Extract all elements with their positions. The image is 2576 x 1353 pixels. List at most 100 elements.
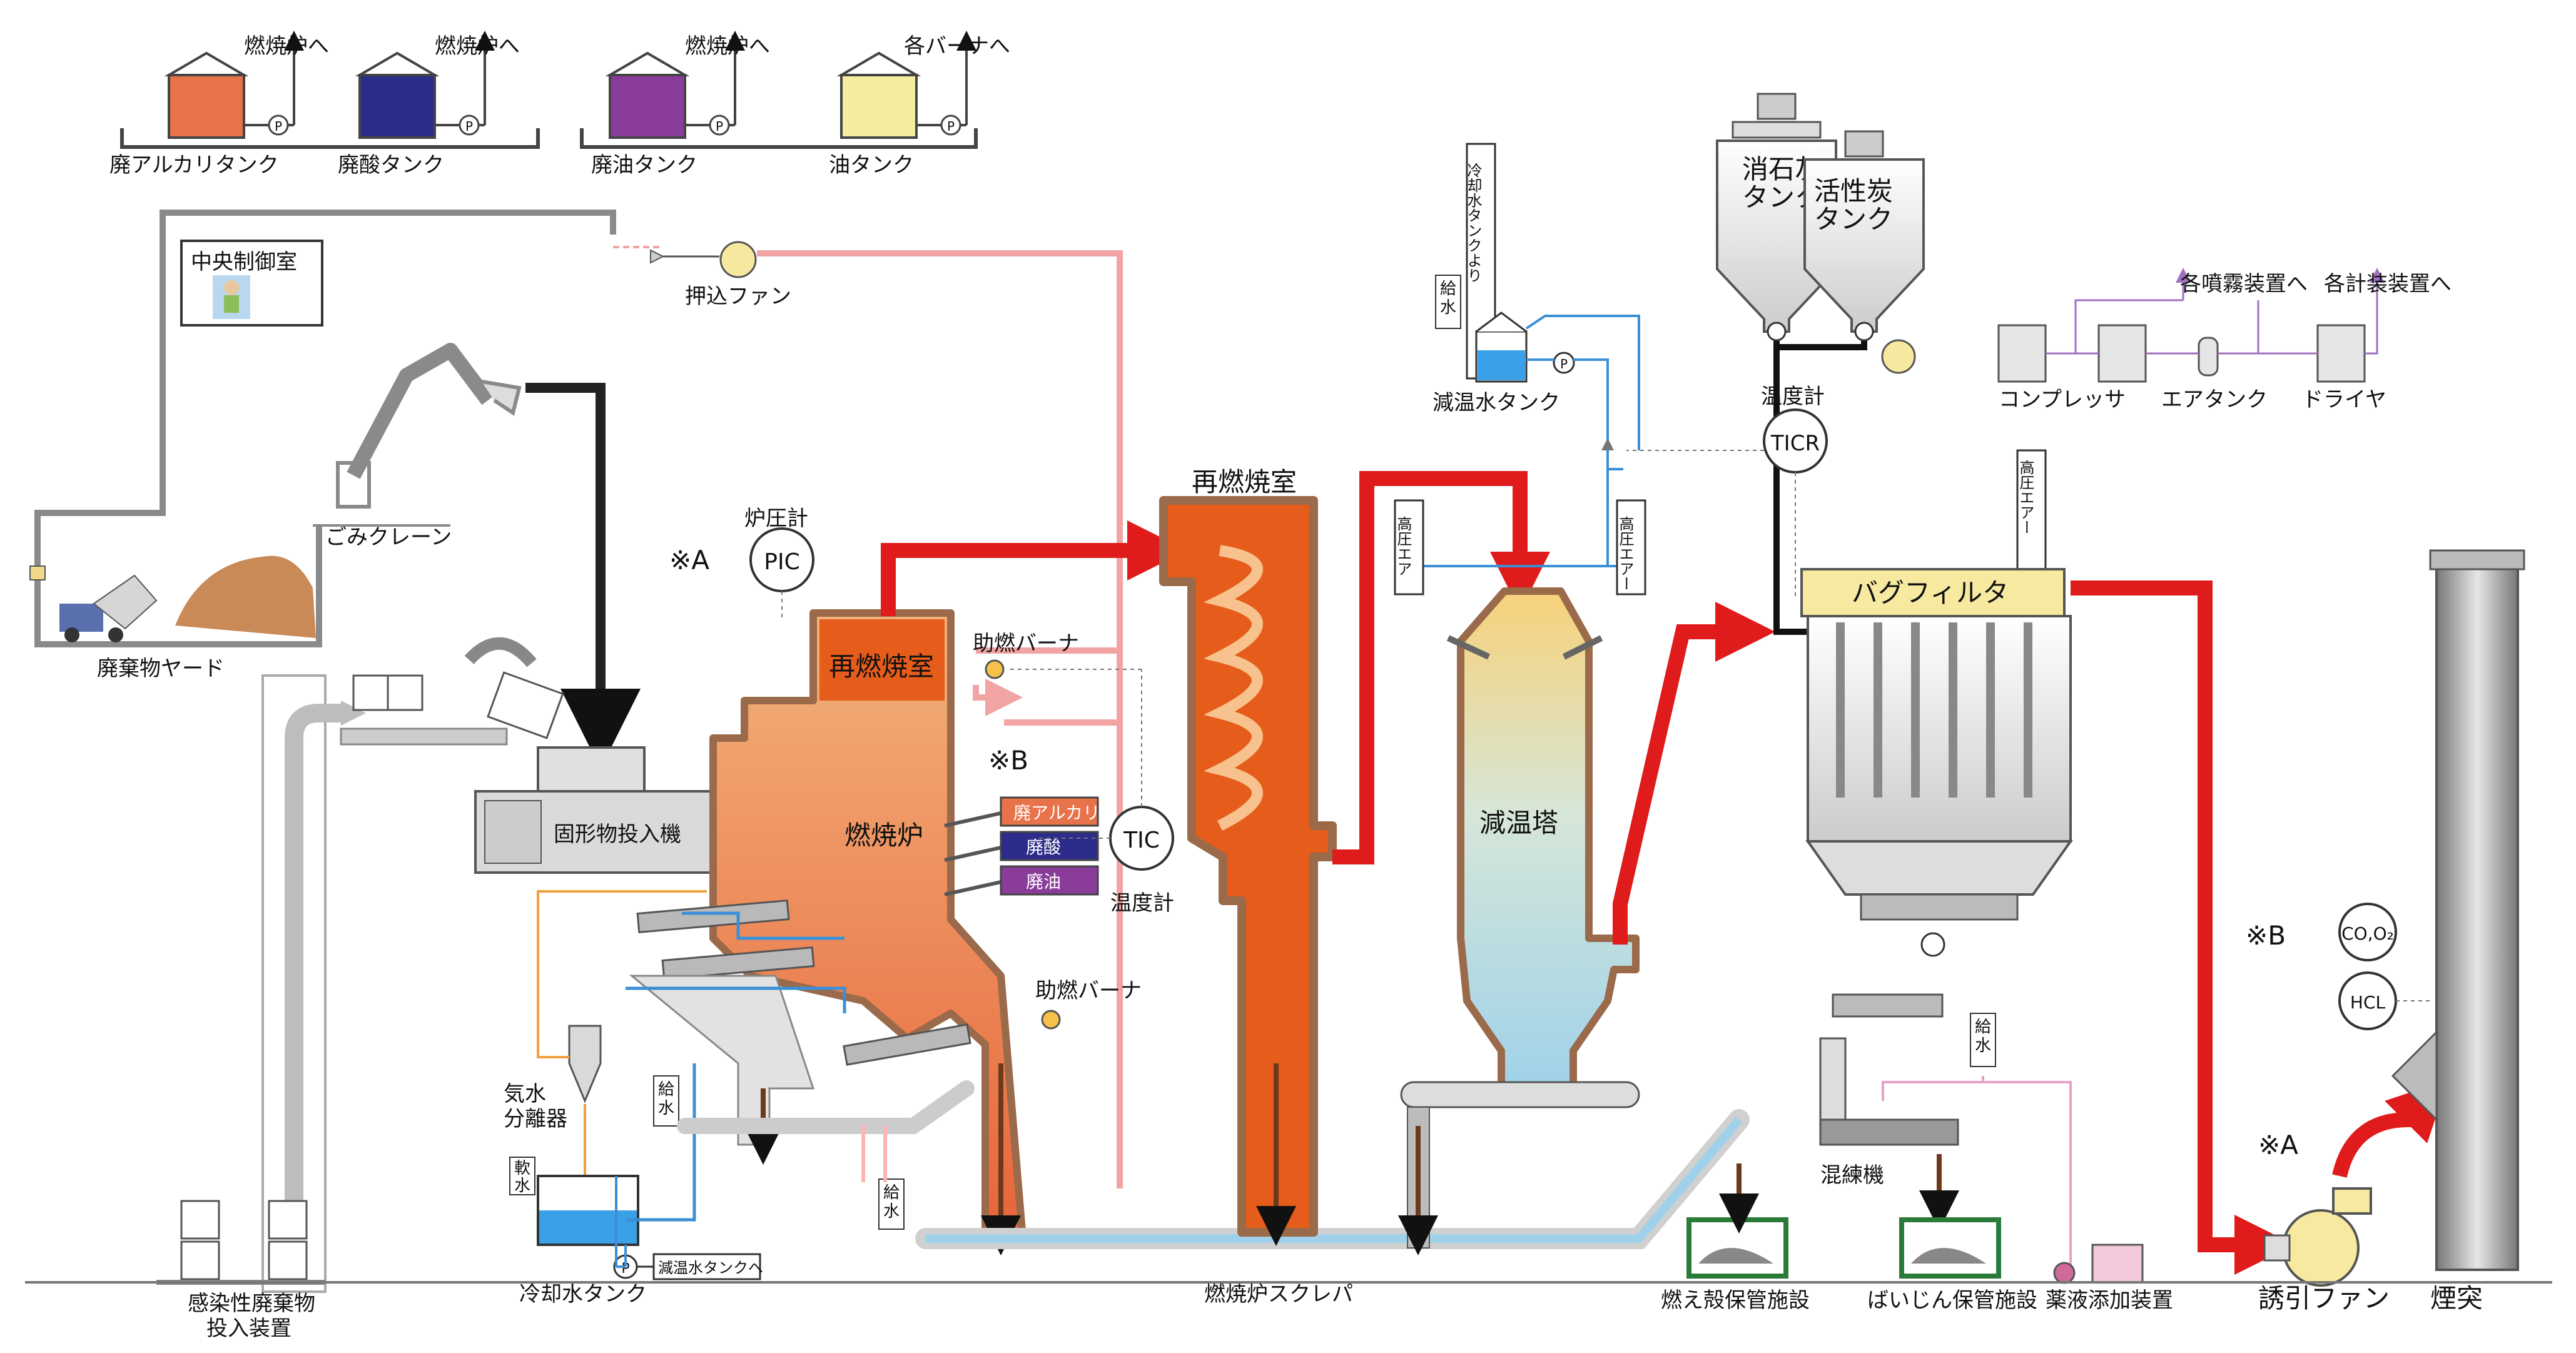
co-o2-analyzer: CO,O₂ ※B	[2246, 903, 2397, 961]
ticr-tag: TICR	[1770, 431, 1820, 456]
waste-alkali-tank-label: 廃アルカリタンク	[109, 153, 279, 178]
reburn-chamber: 再燃焼室	[1159, 467, 1337, 1246]
bag-filter-high-air-label: 高圧エアー	[2017, 460, 2034, 535]
waste-pile-icon	[175, 555, 316, 638]
waste-oil-tag: 廃油	[1026, 871, 1061, 892]
to-cooling-tank-label: 減温水タンクへ	[658, 1259, 763, 1277]
carbon-tank-label-1: 活性炭	[1814, 176, 1893, 206]
high-air-right: 高圧エアー	[1616, 499, 1646, 595]
bag-filter: 高圧エアー バグフィルタ	[1800, 449, 2073, 957]
cooling-water-tank: 軟 水 冷却水タンク P 減温水タンクへ	[509, 1157, 763, 1307]
oil-tank: P 各バーナへ 油タンク	[829, 31, 1010, 178]
to-instruments-label: 各計装装置へ	[2324, 271, 2452, 296]
pump-label: P	[275, 119, 282, 134]
kneader-label: 混練機	[1820, 1163, 1884, 1188]
waste-yard-label: 廃棄物ヤード	[97, 656, 225, 681]
kneader: 混練機	[1819, 993, 1959, 1230]
solid-feeder: 固形物投入機	[474, 746, 714, 874]
flyash-storage: ばいじん保管施設	[1867, 1217, 2037, 1313]
ref-a-label: ※A	[669, 545, 709, 575]
carbon-silo: 活性炭 タンク	[1803, 130, 1925, 374]
lamp-icon	[29, 547, 46, 580]
flue-gas-path-5	[2332, 1080, 2448, 1178]
pic-tag: PIC	[764, 549, 799, 575]
ash-storage: 燃え殻保管施設	[1661, 1163, 1810, 1313]
soft-water-label-1: 軟	[514, 1159, 530, 1178]
waste-acid-dest-label: 燃焼炉へ	[435, 34, 520, 59]
tic-label: 温度計	[1110, 891, 1174, 916]
crane-label: ごみクレーン	[325, 525, 452, 550]
waste-oil-tank: P 燃焼炉へ 廃油タンク	[591, 31, 770, 178]
solid-feeder-label: 固形物投入機	[554, 822, 681, 847]
supply-water-label-1: 給	[1440, 280, 1456, 298]
reburn-chamber-small-label: 再燃焼室	[829, 651, 934, 682]
building-outline	[34, 210, 616, 647]
burner-icon	[1041, 1010, 1061, 1030]
furnace-label: 燃焼炉	[844, 820, 923, 851]
waste-oil-tank-label: 廃油タンク	[591, 153, 697, 178]
scraper-label: 燃焼炉スクレパ	[1204, 1282, 1353, 1307]
pump-label: P	[465, 119, 473, 134]
pump-icon	[2053, 1262, 2076, 1284]
truck-icon	[59, 604, 103, 632]
crane-grab-icon	[481, 380, 522, 416]
tank-group-left: P 燃焼炉へ 廃アルカリタンク P 燃焼炉へ 廃酸タンク	[109, 31, 540, 178]
steam-line	[537, 890, 707, 1058]
ref-b-label: ※B	[988, 745, 1028, 776]
biohazard-box-icon	[180, 1200, 220, 1240]
dryer-label: ドライヤ	[2302, 387, 2386, 412]
soft-water-label-2: 水	[514, 1177, 530, 1195]
supply-water-label-2: 水	[883, 1202, 900, 1221]
valve-icon	[1920, 932, 1945, 957]
pump-label: P	[621, 1261, 629, 1277]
co-o2-tag: CO,O₂	[2341, 923, 2394, 944]
biohazard-box-icon	[387, 674, 423, 711]
dryer-icon	[2316, 324, 2366, 383]
waste-crane: ごみクレーン	[313, 343, 522, 550]
chem-dosing-label: 薬液添加装置	[2046, 1288, 2173, 1313]
high-air-left-label: 高圧エア	[1394, 516, 1412, 576]
cooling-water-tank-top: 冷却水タンクより 給 水 P 減温水タンク	[1433, 143, 1575, 415]
flue-gas-path-3	[1613, 602, 1775, 945]
supply-water-label-2: 水	[1975, 1036, 1991, 1055]
from-cooling-label: 冷却水タンクより	[1464, 163, 1482, 283]
supply-water-label-2: 水	[1440, 298, 1456, 317]
cooling-water-tank-label: 減温水タンク	[1433, 390, 1560, 415]
biohazard-box-icon	[487, 671, 564, 739]
lift-path	[285, 704, 341, 1226]
high-air-right-label: 高圧エアー	[1616, 516, 1634, 591]
ash-storage-label: 燃え殻保管施設	[1661, 1288, 1810, 1313]
supply-water-3: 給 水	[1970, 1013, 1996, 1067]
combustion-furnace: 燃焼炉 再燃焼室	[629, 609, 1027, 1255]
steam-separator: 気水 分離器	[504, 1025, 602, 1132]
push-fan-label: 押込ファン	[685, 284, 791, 309]
cooling-tower: 減温塔	[1398, 587, 1640, 1255]
air-tank-icon	[2198, 337, 2219, 377]
to-spray-label: 各噴霧装置へ	[2180, 271, 2308, 296]
waste-yard: 廃棄物ヤード	[59, 555, 316, 681]
burner-icon	[985, 659, 1005, 679]
reburn-chamber-label: 再燃焼室	[1192, 467, 1297, 497]
tic-gauge: TIC 温度計	[1007, 669, 1174, 916]
oil-tank-label: 油タンク	[829, 153, 914, 178]
flue-gas-path-1	[881, 520, 1187, 616]
ref-b-label-2: ※B	[2246, 920, 2286, 951]
supply-water-label-2: 水	[658, 1099, 674, 1118]
waste-acid-tank: P 燃焼炉へ 廃酸タンク	[338, 31, 520, 178]
carbon-tank-label-2: タンク	[1814, 204, 1893, 235]
fan-icon	[2282, 1209, 2360, 1287]
rotate-arrow-icon	[464, 637, 537, 667]
supply-water-2: 給 水	[878, 1178, 905, 1230]
central-control-room: 中央制御室	[180, 240, 323, 327]
supply-water-label-1: 給	[883, 1183, 900, 1202]
flyash-storage-label: ばいじん保管施設	[1867, 1288, 2037, 1313]
biohazard-box-icon	[352, 674, 389, 711]
infectious-feeder-label-line2: 投入装置	[206, 1316, 292, 1341]
valve-icon	[1767, 322, 1787, 342]
ref-a-label-2: ※A	[2258, 1130, 2298, 1160]
aux-burner-lower: 助燃バーナ	[1035, 978, 1142, 1030]
furnace-pressure-gauge: PIC 炉圧計 ※A	[669, 506, 814, 619]
separator-label-line2: 分離器	[504, 1107, 567, 1132]
pump-icon	[1553, 352, 1575, 374]
